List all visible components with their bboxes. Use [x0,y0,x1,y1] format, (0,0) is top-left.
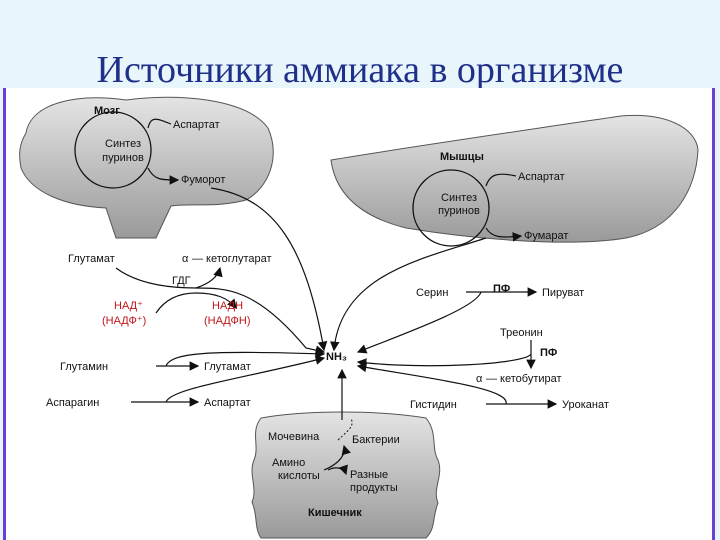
ketobutyrate-label: — кетобутират [486,373,562,385]
pyruvate-label: Пируват [542,287,584,299]
urocanate-label: Уроканат [562,399,609,411]
histidine-to-nh3-arrow [356,362,507,405]
products-line2: продукты [350,482,398,494]
amino-acids-line1: Амино [272,457,305,469]
muscle-shape [330,114,699,243]
asparagine-label: Аспарагин [46,397,99,409]
serine-to-nh3-arrow [356,291,482,354]
urea-bacteria-arrow [337,417,353,441]
glutamine-label: Глутамин [60,361,108,373]
brain-to-nh3-arrow [210,187,328,352]
ammonia-sources-diagram: Мозг Аспартат Синтез пуринов Фуморот Мыш… [19,96,699,539]
nadp-label: (НАДФ⁺) [102,315,146,327]
gdg-reaction-arrow [115,267,326,355]
serine-label: Серин [416,287,448,299]
muscle-aspartate: Аспартат [518,171,565,183]
threonine-label: Треонин [500,327,543,339]
glutamate-product-label: Глутамат [204,361,251,373]
nadph-label: (НАДФН) [204,315,251,327]
diagram-panel: Мозг Аспартат Синтез пуринов Фуморот Мыш… [3,88,715,540]
muscle-to-nh3-arrow [329,237,487,352]
brain-fumarate: Фуморот [181,174,225,186]
muscle-synthesis-line2: пуринов [438,205,480,217]
urea-label: Мочевина [268,431,320,443]
asparagine-to-nh3-arrow [165,355,326,403]
brain-purine-cycle [74,111,152,189]
muscle-label: Мышцы [440,151,484,163]
nadh-label: НАДН [212,300,243,312]
histidine-label: Гистидин [410,399,457,411]
gdg-enzyme-label: ГДГ [172,275,191,287]
alpha-symbol-1: α [182,253,189,265]
nh3-label: NH₃ [326,351,347,363]
brain-fumarate-arrow [147,167,180,185]
bacteria-label: Бактерии [352,434,400,446]
glutamine-to-nh3-arrow [165,348,326,367]
muscle-fumarate-arrow [485,227,523,242]
brain-label: Мозг [94,105,120,117]
ketoglutarate-arrow [195,266,223,289]
brain-synthesis-line2: пуринов [102,152,144,164]
muscle-purine-cycle [412,169,490,247]
amino-acids-arrow [323,444,351,471]
brain-aspartate-arrow [147,118,172,129]
products-arrow [327,464,348,476]
muscle-synthesis-line1: Синтез [441,192,477,204]
amino-acids-line2: кислоты [278,470,320,482]
intestine-label: Кишечник [308,507,362,519]
alpha-symbol-2: α [476,373,483,385]
products-line1: Разные [350,469,388,481]
threonine-to-nh3-arrow [356,353,532,368]
nad-label: НАД⁺ [114,300,143,312]
nad-arrow [155,292,237,314]
aspartate-product-label: Аспартат [204,397,251,409]
muscle-fumarate: Фумарат [524,230,568,242]
muscle-aspartate-arrow [485,173,517,187]
pf-enzyme-label-2: ПФ [540,347,557,359]
brain-aspartate: Аспартат [173,119,220,131]
pf-enzyme-label-1: ПФ [493,283,510,295]
ketoglutarate-label: — кетоглутарат [192,253,272,265]
slide-title: Источники аммиака в организме [96,49,624,91]
brain-synthesis-line1: Синтез [105,138,141,150]
glutamate-label: Глутамат [68,253,115,265]
